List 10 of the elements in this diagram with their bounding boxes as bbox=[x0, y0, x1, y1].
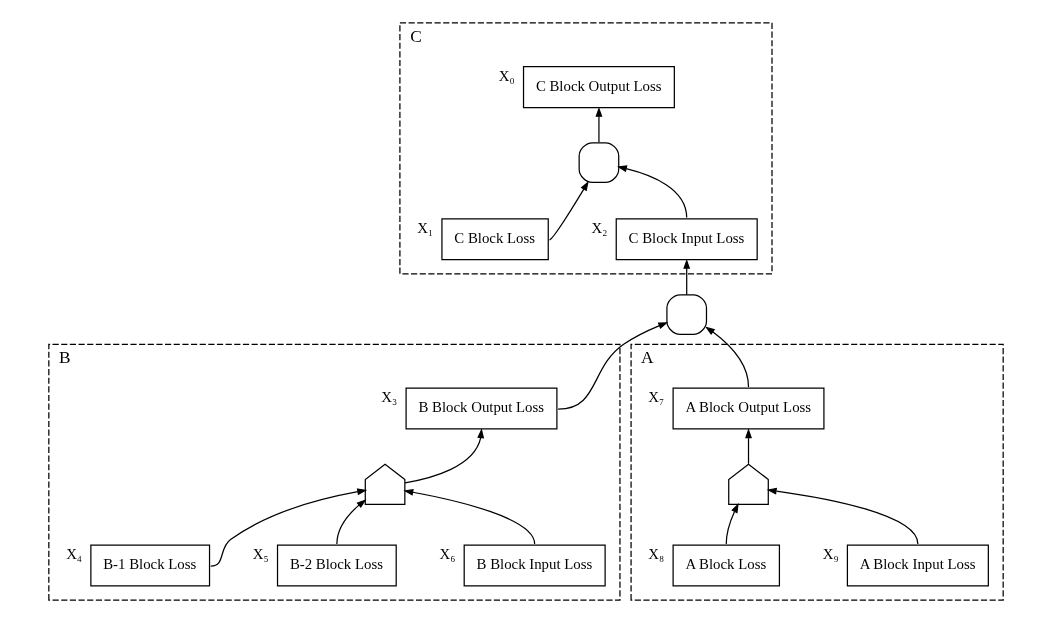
node-label: X₅ bbox=[252, 546, 269, 563]
node-label: X₇ bbox=[647, 389, 664, 406]
node-label: X₉ bbox=[822, 546, 839, 563]
node-label: X₆ bbox=[438, 546, 455, 563]
node-label: X₁ bbox=[416, 220, 433, 237]
node-label: X₄ bbox=[65, 546, 82, 563]
node-label: X₀ bbox=[498, 68, 515, 85]
node-label: X₃ bbox=[380, 389, 397, 406]
node-label: X₈ bbox=[647, 546, 664, 563]
node-label: X₂ bbox=[591, 220, 607, 237]
